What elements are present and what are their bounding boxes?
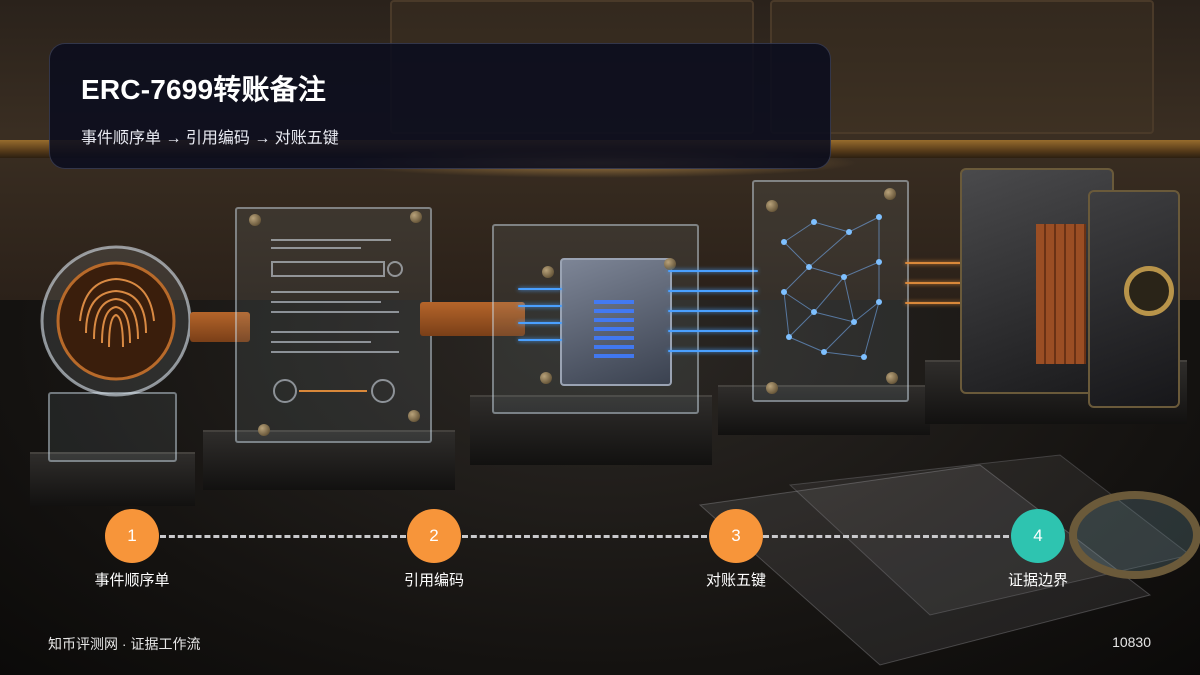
step-1-badge: 1 <box>105 509 159 563</box>
step-2-label: 引用编码 <box>403 572 464 589</box>
step-3-label: 对账五键 <box>705 572 766 589</box>
page-number: 10830 <box>1112 634 1151 650</box>
page-title: ERC-7699转账备注 <box>81 74 327 105</box>
network-icon <box>752 180 909 402</box>
plinth <box>30 452 195 506</box>
step-4-label: 证据边界 <box>1007 572 1068 589</box>
document-icon <box>235 207 432 443</box>
step-2-badge: 2 <box>407 509 461 563</box>
footer-brand: 知币评测网 · 证据工作流 <box>48 636 201 652</box>
wall-panel <box>770 0 1154 134</box>
strap <box>420 302 525 336</box>
page-subtitle: 事件顺序单 → 引用编码 → 对账五键 <box>81 130 339 147</box>
step-4-badge: 4 <box>1011 509 1065 563</box>
strap <box>190 312 250 342</box>
step-connector <box>160 535 406 538</box>
chip <box>560 258 672 386</box>
step-3-badge: 3 <box>709 509 763 563</box>
step-connector <box>462 535 707 538</box>
magnifier-icon <box>1069 491 1200 579</box>
safe-door <box>1088 190 1180 408</box>
step-1-label: 事件顺序单 <box>94 572 170 589</box>
plinth <box>203 430 455 490</box>
plinth <box>718 385 930 435</box>
fingerprint-icon <box>40 245 192 397</box>
glass-stand <box>48 392 177 462</box>
step-connector <box>763 535 1009 538</box>
plinth <box>470 395 712 465</box>
title-card: ERC-7699转账备注 事件顺序单 → 引用编码 → 对账五键 <box>49 43 831 169</box>
